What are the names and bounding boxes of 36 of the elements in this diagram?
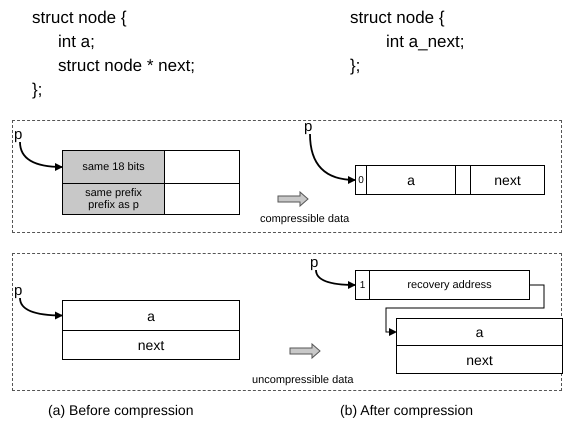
memory-cell <box>164 183 240 215</box>
memory-cell: recovery address <box>369 270 530 300</box>
memory-cell: same 18 bits <box>62 150 165 184</box>
code-line: }; <box>350 56 360 76</box>
memory-cell: same prefix prefix as p <box>62 183 165 215</box>
memory-cell: next <box>62 330 240 360</box>
memory-cell: 1 <box>355 270 370 300</box>
pointer-label: p <box>14 126 26 142</box>
memory-cell: a <box>396 318 563 346</box>
memory-cell: next <box>470 165 545 195</box>
code-line: struct node * next; <box>58 56 196 76</box>
pointer-label: p <box>14 282 26 298</box>
pointer-arrow <box>19 298 63 320</box>
code-line: int a; <box>58 32 95 52</box>
pointer-arrow <box>19 142 63 171</box>
code-line: struct node { <box>350 8 445 28</box>
dashed-frame <box>12 120 562 233</box>
pointer-label: p <box>304 118 316 134</box>
pointer-arrow <box>315 270 356 289</box>
arrow-caption: compressible data <box>260 213 350 225</box>
memory-cell: a <box>366 165 456 195</box>
code-line: int a_next; <box>386 32 464 52</box>
code-line: }; <box>32 80 42 100</box>
memory-cell: 0 <box>355 165 367 195</box>
pointer-arrow <box>309 134 356 184</box>
code-line: struct node { <box>32 8 127 28</box>
dashed-frame <box>12 253 562 391</box>
sub-caption: (b) After compression <box>340 402 474 418</box>
sub-caption: (a) Before compression <box>48 402 194 418</box>
pointer-arrow <box>386 284 544 336</box>
memory-cell: next <box>396 345 563 374</box>
memory-cell <box>164 150 240 184</box>
memory-cell: a <box>62 300 240 331</box>
pointer-label: p <box>310 254 322 270</box>
memory-cell <box>455 165 471 195</box>
arrow-caption: uncompressible data <box>252 374 354 386</box>
